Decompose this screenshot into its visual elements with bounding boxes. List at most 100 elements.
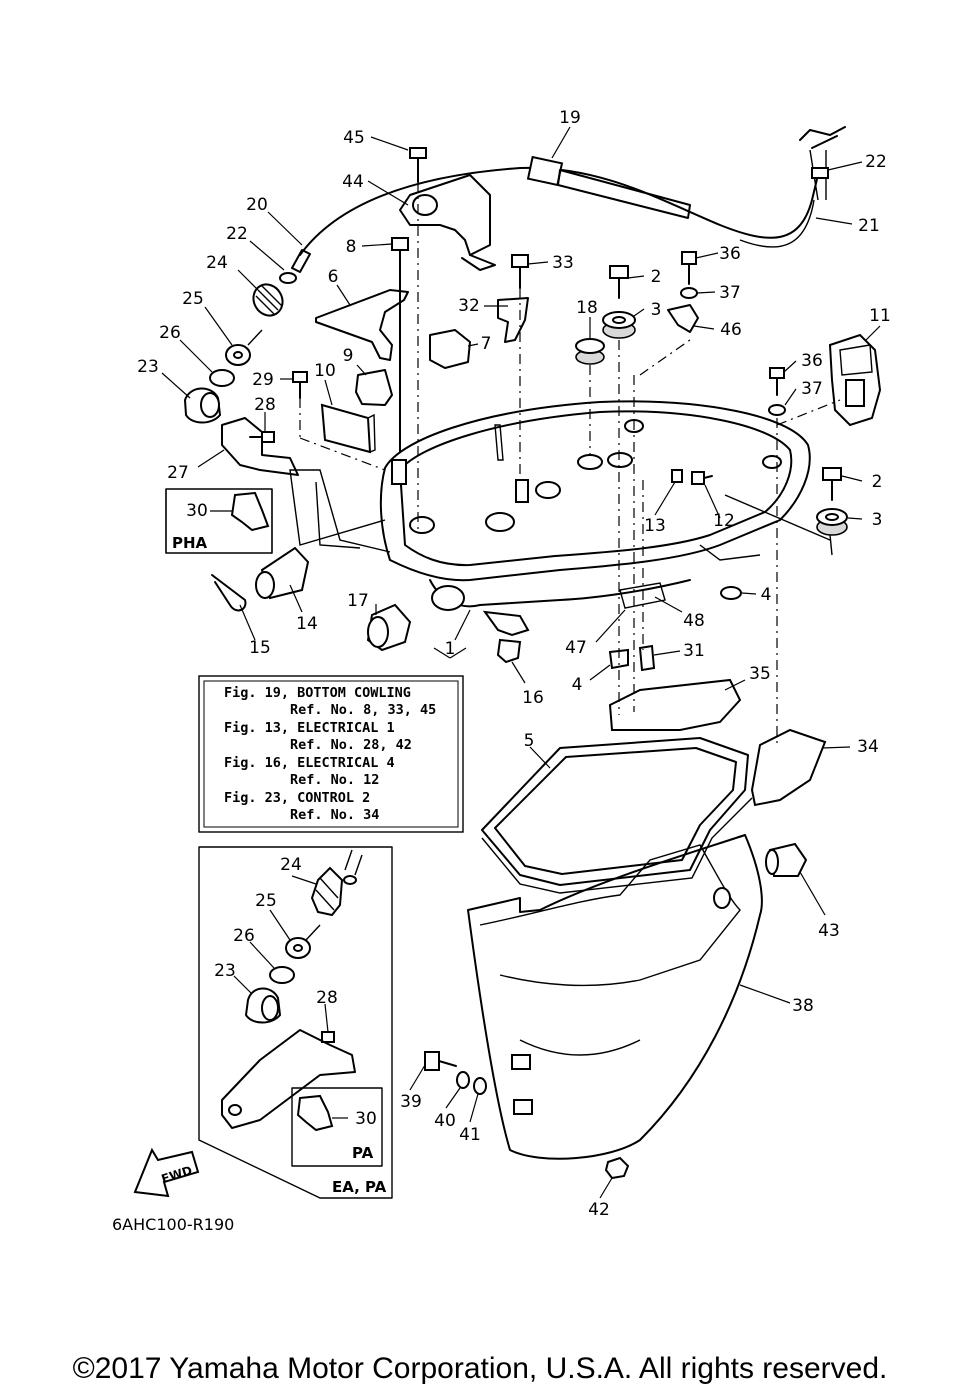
washer-part-37a (680, 287, 698, 299)
collar-part-4a (720, 586, 742, 600)
callout-10: 10 (314, 361, 336, 381)
bolt-part-33 (511, 254, 529, 289)
inset-callout-28: 28 (316, 988, 338, 1008)
reference-line-1: Fig. 19, BOTTOM COWLING (224, 685, 411, 701)
inset-callout-25: 25 (255, 891, 277, 911)
grommet-part-14 (255, 546, 310, 600)
callout-22b: 22 (226, 224, 248, 244)
clamp-part (513, 1099, 533, 1115)
callout-12: 12 (713, 511, 735, 531)
callout-18: 18 (576, 298, 598, 318)
diagram-code: 6AHC100-R190 (112, 1215, 234, 1234)
inset-box-ea-pa: PA EA, PA (198, 846, 393, 1199)
callout-9: 9 (343, 346, 354, 366)
callout-41: 41 (459, 1125, 481, 1145)
callout-5: 5 (524, 731, 535, 751)
callout-44: 44 (342, 172, 364, 192)
reference-line-7: Fig. 23, CONTROL 2 (224, 790, 370, 806)
bolt-part-2a (609, 265, 629, 299)
inset-callout-30: 30 (355, 1109, 377, 1129)
holder-part-7 (429, 329, 471, 369)
clip-part-46 (667, 304, 699, 333)
screw-part-13 (671, 469, 683, 483)
washer-part-26 (209, 369, 235, 387)
reference-line-3: Fig. 13, ELECTRICAL 1 (224, 720, 395, 736)
grommet-part-43 (765, 842, 808, 877)
callout-numbers: 45 19 22 44 20 21 22 8 33 36 24 6 2 37 2… (137, 108, 891, 1220)
callout-40: 40 (434, 1111, 456, 1131)
bolt-part-8 (391, 237, 409, 276)
callout-19: 19 (559, 108, 581, 128)
callout-16: 16 (522, 688, 544, 708)
callout-26: 26 (159, 323, 181, 343)
screw-part-31 (638, 644, 656, 672)
callout-32: 32 (458, 296, 480, 316)
callout-4: 4 (761, 585, 772, 605)
callout-30: 30 (186, 501, 208, 521)
holder-part-9 (355, 369, 393, 406)
copyright-notice: ©2017 Yamaha Motor Corporation, U.S.A. A… (72, 1352, 888, 1385)
callout-14: 14 (296, 614, 318, 634)
bushing-part-25 (225, 329, 263, 366)
callout-22: 22 (865, 152, 887, 172)
callout-21: 21 (858, 216, 880, 236)
callout-20: 20 (246, 195, 268, 215)
bolt-part-29 (292, 371, 308, 399)
callout-2b: 2 (872, 472, 883, 492)
callout-6: 6 (328, 267, 339, 287)
bolt-part-36a (681, 251, 697, 285)
bottom-cowling (289, 400, 833, 611)
bracket-part-27 (221, 417, 299, 476)
clamp-part (511, 1054, 531, 1070)
inset-callout-23: 23 (214, 961, 236, 981)
callout-43: 43 (818, 921, 840, 941)
callout-47: 47 (565, 638, 587, 658)
callout-8: 8 (346, 237, 357, 257)
bolt-part-36b (769, 367, 785, 396)
cover-part-11 (828, 333, 882, 427)
assembly-axis-lines (299, 182, 841, 745)
callout-11: 11 (869, 306, 891, 326)
callout-25: 25 (182, 289, 204, 309)
callout-37: 37 (719, 283, 741, 303)
washer-part-40 (456, 1071, 470, 1089)
fwd-arrow: FWD (133, 1147, 200, 1198)
callout-38: 38 (792, 996, 814, 1016)
clip-part-15 (211, 574, 247, 612)
reference-line-6: Ref. No. 12 (290, 772, 379, 788)
guide-part-35 (608, 678, 742, 731)
callout-1: 1 (445, 639, 456, 659)
inset-label: EA, PA (332, 1178, 387, 1196)
pha-box: PHA (165, 488, 273, 554)
callout-37b: 37 (801, 379, 823, 399)
washer-part-41 (473, 1077, 487, 1095)
grommet-part-23 (183, 387, 222, 424)
callout-15: 15 (249, 638, 271, 658)
callout-3b: 3 (872, 510, 883, 530)
bracket-part-44 (399, 147, 496, 271)
callout-31: 31 (683, 641, 705, 661)
callout-2: 2 (651, 267, 662, 287)
washer-part-37b (768, 404, 786, 416)
plate-part-48 (619, 582, 666, 609)
gear-part-24 (252, 283, 284, 317)
callout-17: 17 (347, 591, 369, 611)
callout-23: 23 (137, 357, 159, 377)
bolt-part-12 (691, 471, 713, 485)
callout-4b: 4 (572, 675, 583, 695)
callout-34: 34 (857, 737, 879, 757)
lower-cowling-part-38 (467, 834, 763, 1160)
callout-24: 24 (206, 253, 228, 273)
collar-part-4b (608, 648, 629, 670)
inset-callout-24: 24 (280, 855, 302, 875)
cable-assembly (279, 126, 846, 284)
callout-35: 35 (749, 664, 771, 684)
callout-13: 13 (644, 516, 666, 536)
bracket-part-6 (315, 274, 409, 481)
callout-33: 33 (552, 253, 574, 273)
callout-7: 7 (481, 334, 492, 354)
callout-48: 48 (683, 611, 705, 631)
grommet-part-3a (602, 311, 636, 339)
seal-part-5 (481, 737, 753, 894)
pa-label: PA (352, 1144, 374, 1162)
